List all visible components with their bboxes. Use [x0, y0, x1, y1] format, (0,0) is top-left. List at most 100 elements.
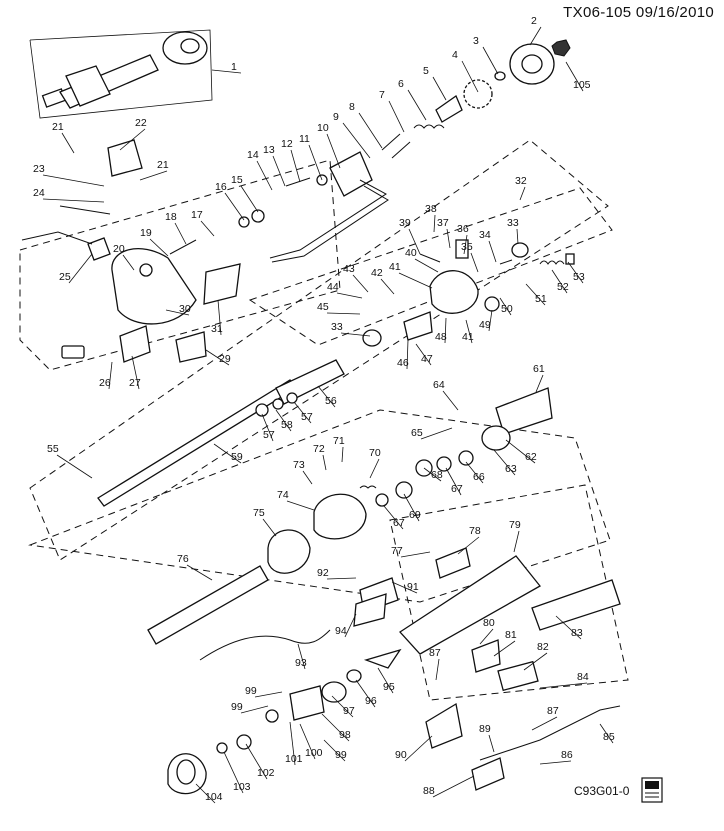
- leader-line-20: [122, 254, 135, 271]
- leader-line-41: [398, 272, 433, 289]
- column-top-hub: [180, 38, 200, 54]
- leader-line-42: [380, 278, 395, 295]
- shroud-opening: [176, 759, 196, 785]
- callout-86: 86: [561, 749, 573, 761]
- callout-34: 34: [479, 229, 491, 241]
- switch-actuator: [455, 239, 469, 259]
- leader-line-5: [432, 76, 447, 101]
- leader-line-18: [174, 222, 187, 245]
- leader-line-99: [323, 739, 346, 762]
- retaining-ring: [494, 71, 506, 81]
- leader-line-33: [516, 228, 519, 245]
- callout-63: 63: [505, 463, 517, 475]
- callout-18: 18: [165, 211, 177, 223]
- callout-67: 67: [451, 483, 463, 495]
- callout-53: 53: [573, 271, 585, 283]
- shift-lever-bowl: [481, 425, 511, 451]
- callout-43: 43: [343, 263, 355, 275]
- lower-washer: [395, 481, 413, 499]
- callout-92: 92: [317, 567, 329, 579]
- leader-line-21: [139, 170, 168, 181]
- callout-103: 103: [233, 781, 251, 793]
- callout-97: 97: [343, 705, 355, 717]
- callout-46: 46: [397, 357, 409, 369]
- leader-line-70: [369, 458, 380, 479]
- callout-76: 76: [177, 553, 189, 565]
- leader-line-59: [213, 443, 242, 464]
- callout-45: 45: [317, 301, 329, 313]
- leader-line-41: [465, 319, 473, 344]
- buzzer-switch: [87, 237, 111, 261]
- callout-94: 94: [335, 625, 347, 637]
- turn-signal-switch: [329, 151, 373, 197]
- jacket-bushing: [435, 547, 471, 579]
- callout-69: 69: [409, 509, 421, 521]
- callout-47: 47: [421, 353, 433, 365]
- leader-line-57: [293, 401, 312, 424]
- callout-95: 95: [383, 681, 395, 693]
- leader-line-11: [308, 144, 323, 181]
- switch-harness-b: [271, 185, 389, 263]
- callout-87: 87: [547, 705, 559, 717]
- leader-line-24: [42, 198, 105, 203]
- lower-bearing-adapter: [289, 685, 325, 721]
- figure-code: C93G01-0: [574, 784, 630, 798]
- lock-cover-cap: [107, 139, 143, 177]
- ignition-lock-parts: [21, 139, 241, 363]
- leader-line-64: [442, 390, 459, 411]
- leader-line-89: [488, 734, 495, 753]
- leader-line-73: [302, 470, 313, 485]
- shroud-washer: [436, 456, 452, 472]
- steering-shaft: [97, 379, 297, 507]
- leader-line-2: [529, 26, 542, 46]
- callout-37: 37: [437, 217, 449, 229]
- switch-harness: [269, 179, 387, 259]
- leader-line-101: [289, 721, 296, 766]
- diagram-code: TX06-105: [563, 4, 632, 21]
- leader-line-43: [352, 274, 369, 293]
- callout-68: 68: [431, 469, 443, 481]
- leader-line-22: [119, 128, 146, 151]
- leader-line-71: [341, 446, 344, 463]
- inset-box: [29, 29, 213, 119]
- lower-parts: [167, 577, 621, 795]
- callout-11: 11: [299, 133, 310, 145]
- neutral-switch: [497, 660, 539, 692]
- callout-83: 83: [571, 627, 583, 639]
- leader-line-32: [519, 186, 526, 201]
- callout-12: 12: [281, 138, 293, 150]
- leader-line-98: [321, 713, 350, 742]
- sector-gear: [484, 296, 500, 312]
- callout-79: 79: [509, 519, 521, 531]
- callout-5: 5: [423, 65, 429, 77]
- leader-line-39: [408, 228, 421, 255]
- upper-parts: [238, 39, 571, 263]
- leader-line-105: [565, 61, 584, 92]
- lock-plate-hub: [521, 54, 543, 74]
- leader-line-23: [42, 174, 105, 187]
- leader-line-78: [457, 536, 480, 555]
- callout-91: 91: [407, 581, 419, 593]
- callout-62: 62: [525, 451, 537, 463]
- lock-housing: [111, 248, 197, 325]
- leader-line-8: [358, 112, 383, 149]
- leader-line-29: [205, 349, 230, 366]
- screw-b: [391, 141, 411, 159]
- shift-lever-gate: [471, 639, 501, 673]
- washer: [251, 209, 265, 223]
- leader-line-45: [326, 312, 361, 315]
- callout-99: 99: [335, 749, 347, 761]
- callout-20: 20: [113, 243, 125, 255]
- pointer-blade: [363, 648, 402, 669]
- bracket-plate: [203, 263, 241, 305]
- callout-39: 39: [399, 217, 411, 229]
- cancelling-cam: [463, 79, 493, 109]
- screw-a: [381, 133, 401, 151]
- leader-line-44: [336, 292, 363, 299]
- callout-22: 22: [135, 117, 147, 129]
- leader-line-10: [326, 133, 341, 169]
- leader-line-76: [186, 564, 213, 581]
- callout-52: 52: [557, 281, 569, 293]
- leader-line-4: [461, 60, 479, 93]
